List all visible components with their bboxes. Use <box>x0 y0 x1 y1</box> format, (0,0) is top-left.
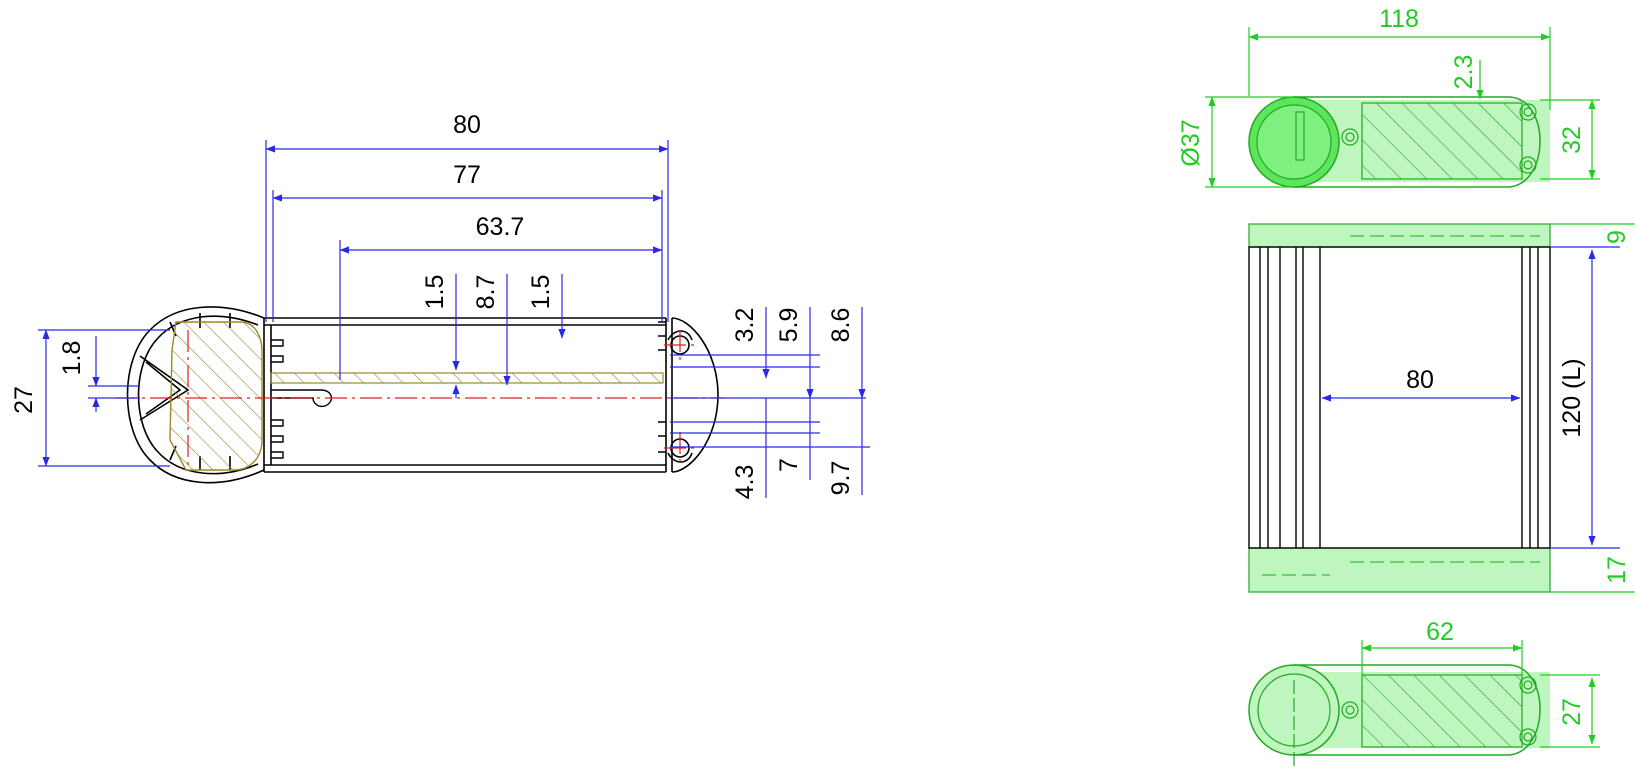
pcb-hook <box>271 389 332 408</box>
dim-80: 80 <box>453 111 481 139</box>
section-view: 80 77 63.7 1.5 8.7 1.5 3.2 5.9 8.6 4.3 7… <box>10 111 870 499</box>
dim-27-left: 27 <box>10 386 38 414</box>
dim-2-3: 2.3 <box>1450 55 1478 90</box>
dim-118: 118 <box>1379 5 1419 33</box>
section-dimension-lines <box>38 140 870 498</box>
dim-80-side: 80 <box>1406 366 1434 394</box>
left-fins <box>271 339 284 459</box>
dim-3-2: 3.2 <box>731 308 759 343</box>
dim-77: 77 <box>453 161 481 189</box>
dim-9: 9 <box>1603 230 1631 244</box>
dim-1-8: 1.8 <box>58 341 86 376</box>
pcb-board <box>270 372 664 384</box>
dim-8-6: 8.6 <box>827 308 855 343</box>
dim-5-9: 5.9 <box>775 308 803 343</box>
dim-8-7: 8.7 <box>472 275 500 310</box>
dim-17: 17 <box>1603 556 1631 584</box>
dim-120-length: 120 (L) <box>1558 358 1586 437</box>
side-view: 80 120 (L) 9 17 <box>1248 223 1635 593</box>
dim-62: 62 <box>1426 618 1454 646</box>
dim-1-5-b: 1.5 <box>527 275 555 310</box>
dim-1-5-a: 1.5 <box>421 275 449 310</box>
dim-9-7: 9.7 <box>827 461 855 496</box>
top-hatched-area <box>1361 102 1523 180</box>
dim-27-bottom: 27 <box>1558 698 1586 726</box>
dim-32: 32 <box>1558 126 1586 154</box>
body-walls <box>263 317 666 473</box>
bottom-view: 62 27 <box>1248 618 1600 767</box>
side-bottom-band <box>1248 547 1551 593</box>
dim-4-3: 4.3 <box>731 465 759 500</box>
dim-7: 7 <box>775 458 803 472</box>
bottom-hatched-area <box>1361 674 1523 748</box>
dim-63-7: 63.7 <box>476 213 525 241</box>
top-view: 118 2.3 Ø37 32 <box>1177 5 1600 188</box>
dim-dia-37: Ø37 <box>1177 119 1205 166</box>
right-end-cap <box>658 317 719 473</box>
centerlines <box>115 330 725 466</box>
hatched-cap-section <box>169 321 263 471</box>
side-body-outline <box>1248 246 1551 549</box>
